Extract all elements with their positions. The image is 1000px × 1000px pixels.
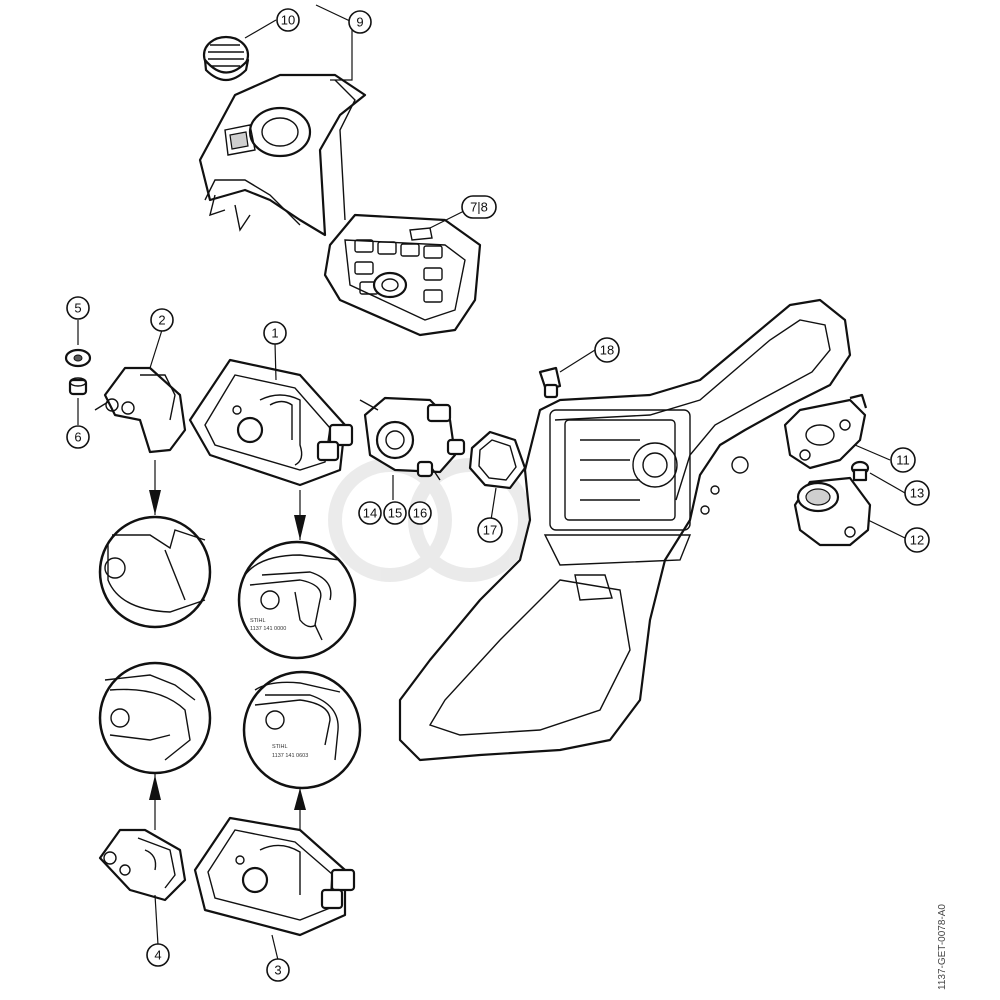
- reference-code: 1137-GET-0078-A0: [937, 904, 948, 990]
- fitting: [538, 366, 562, 399]
- callout-10-label: 10: [281, 13, 295, 28]
- callout-7-8-label: 7|8: [470, 200, 488, 215]
- filler-cap: [202, 35, 250, 82]
- callout-4[interactable]: 4: [146, 943, 170, 967]
- callout-6[interactable]: 6: [66, 425, 90, 449]
- callout-6-label: 6: [74, 430, 81, 445]
- callout-1[interactable]: 1: [263, 321, 287, 345]
- callout-13[interactable]: 13: [904, 480, 930, 506]
- callout-15-label: 15: [388, 506, 402, 521]
- callout-14[interactable]: 14: [358, 501, 382, 525]
- carburetor-box-cover: [198, 73, 367, 237]
- baffle: [94, 366, 187, 454]
- muffler-alt: [193, 816, 356, 937]
- callout-5[interactable]: 5: [66, 296, 90, 320]
- engine-housing: [398, 298, 852, 762]
- muffler-top: [188, 358, 354, 487]
- callout-7-8[interactable]: 7|8: [461, 195, 497, 219]
- callout-3-label: 3: [274, 963, 281, 978]
- baffle-alt: [98, 828, 187, 902]
- callout-4-label: 4: [154, 948, 161, 963]
- callout-1-label: 1: [271, 326, 278, 341]
- manifold-flange: [783, 393, 868, 470]
- gasket: [468, 430, 527, 490]
- screw: [850, 460, 870, 482]
- air-filter: [323, 213, 482, 337]
- detail-baffle-bottom: [98, 661, 212, 775]
- callout-18[interactable]: 18: [594, 337, 620, 363]
- callout-16[interactable]: 16: [408, 501, 432, 525]
- callout-11-label: 11: [896, 453, 910, 468]
- callout-9[interactable]: 9: [348, 10, 372, 34]
- callouts: 10 9 7|8 5 2 1 6 18: [66, 8, 930, 982]
- callout-11[interactable]: 11: [890, 447, 916, 473]
- callout-2[interactable]: 2: [150, 308, 174, 332]
- callout-17-label: 17: [483, 523, 497, 538]
- callout-18-label: 18: [600, 343, 614, 358]
- callout-17[interactable]: 17: [477, 517, 503, 543]
- carburetor: [359, 396, 466, 481]
- leader-lines: [77, 4, 906, 961]
- washer: [64, 348, 92, 368]
- callout-15[interactable]: 15: [383, 501, 407, 525]
- pointer-arrows: [149, 460, 306, 830]
- callout-16-label: 16: [413, 506, 427, 521]
- collar-nut: [68, 377, 88, 396]
- callout-9-label: 9: [356, 15, 363, 30]
- callout-5-label: 5: [74, 301, 81, 316]
- callout-14-label: 14: [363, 506, 377, 521]
- detail-baffle-top: [98, 515, 212, 629]
- detail-muffler-bottom: STIHL 1137 141 0603: [242, 670, 362, 790]
- callout-12-label: 12: [910, 533, 924, 548]
- callout-2-label: 2: [158, 313, 165, 328]
- filter-stamp-top-line1: STIHL: [250, 618, 266, 624]
- filter-stamp-bottom-line1: STIHL: [272, 744, 288, 750]
- filter-stamp-bottom-line2: 1137 141 0603: [272, 753, 308, 759]
- intake-manifold: [793, 476, 872, 547]
- detail-muffler-top: STIHL 1137 141 0000: [237, 540, 357, 660]
- filter-stamp-top-line2: 1137 141 0000: [250, 626, 286, 632]
- callout-3[interactable]: 3: [266, 958, 290, 982]
- callout-12[interactable]: 12: [904, 527, 930, 553]
- callout-13-label: 13: [910, 486, 924, 501]
- callout-10[interactable]: 10: [276, 8, 300, 32]
